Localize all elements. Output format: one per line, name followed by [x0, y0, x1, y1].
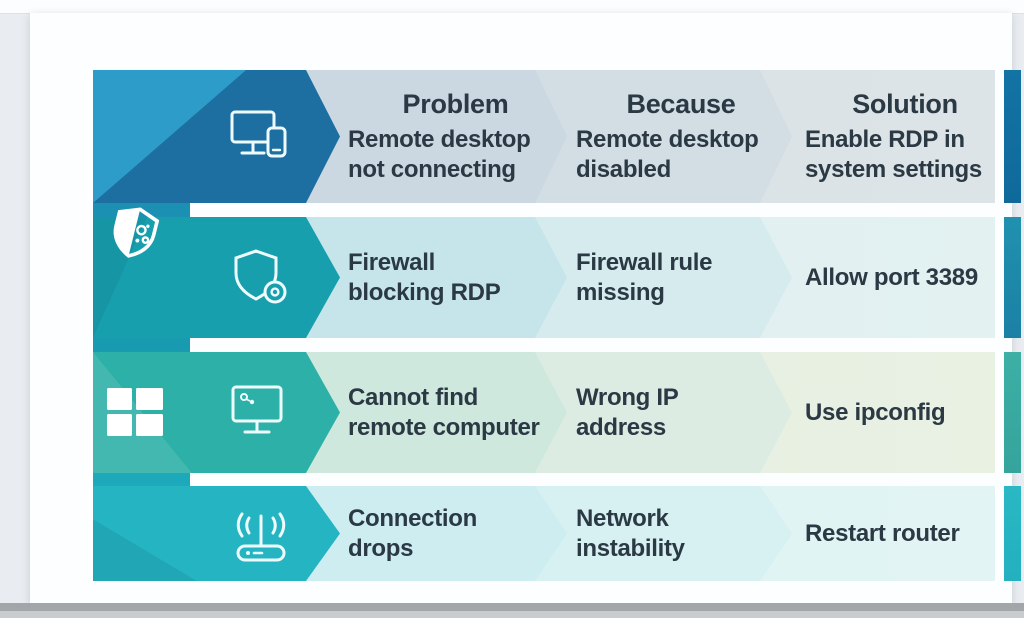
row-accent-bar [1004, 486, 1021, 581]
page-top-strip [0, 0, 1024, 14]
solution-cell: Solution Enable RDP in system settings [805, 70, 1005, 203]
ribbon-facet [93, 70, 340, 203]
solution-cell: Allow port 3389 [805, 263, 978, 291]
rdp-troubleshooting-diagram: Problem Remote desktop not connecting Be… [93, 70, 1021, 581]
because-cell: Network instability [576, 504, 685, 562]
problem-cell: Problem Remote desktop not connecting [348, 70, 563, 203]
row-accent-bar [1004, 217, 1021, 338]
security-shield-icon [98, 197, 169, 271]
solution-cell: Use ipconfig [805, 398, 946, 426]
because-cell: Wrong IP address [576, 383, 679, 441]
because-cell: Because Remote desktop disabled [576, 70, 786, 203]
problem-cell: Firewall blocking RDP [348, 248, 501, 306]
problem-cell: Cannot find remote computer [348, 383, 540, 441]
page-bottom-bar [0, 603, 1024, 611]
table-row: Cannot find remote computer Wrong IP add… [93, 352, 1021, 473]
problem-cell: Connection drops [348, 504, 477, 562]
monitor-search-icon [228, 383, 294, 443]
row-accent-bar [1004, 352, 1021, 473]
windows-logo [107, 388, 163, 438]
because-cell: Firewall rule missing [576, 248, 713, 306]
column-header-because: Because [626, 88, 736, 119]
column-header-problem: Problem [402, 88, 509, 119]
page-bottom-strip [0, 611, 1024, 618]
row-accent-bar [1004, 70, 1021, 203]
wifi-router-icon [225, 502, 297, 566]
row-icon-chevron [93, 486, 340, 581]
column-header-solution: Solution [852, 88, 958, 119]
desktop-and-phone-icon [228, 108, 294, 166]
row-icon-chevron [93, 70, 340, 203]
table-row: Firewall blocking RDP Firewall rule miss… [93, 217, 1021, 338]
solution-cell: Restart router [805, 519, 960, 547]
ribbon-facet [93, 486, 340, 581]
table-row: Problem Remote desktop not connecting Be… [93, 70, 1021, 203]
shield-gear-icon [230, 247, 292, 309]
slide-card: Problem Remote desktop not connecting Be… [30, 13, 1021, 603]
table-row: Connection drops Network instability Res… [93, 486, 1021, 581]
